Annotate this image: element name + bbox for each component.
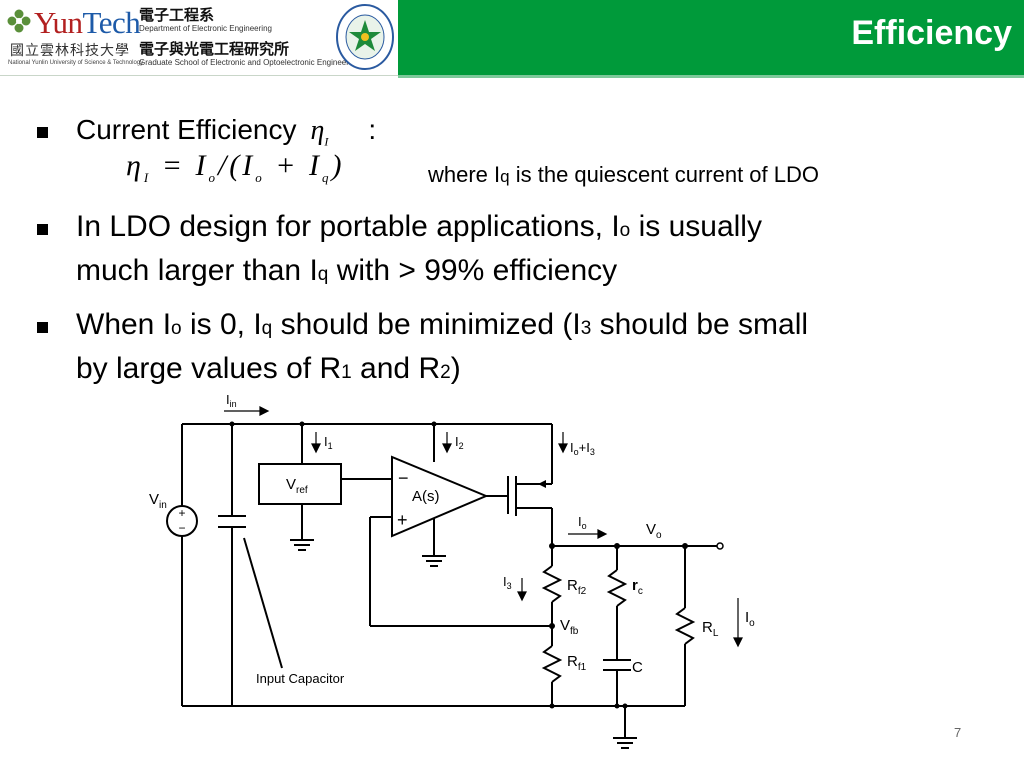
quiescent-note: where Iq is the quiescent current of LDO xyxy=(428,162,819,187)
svg-text:I1: I1 xyxy=(324,434,333,451)
efficiency-equation: ηI = Io/(Io + Iq) xyxy=(126,149,345,185)
svg-text:Io+I3: Io+I3 xyxy=(570,440,595,457)
bullet-3-line-1: When Io is 0, Iq should be minimized (I3… xyxy=(76,308,809,341)
slide-header: YunTech 國立雲林科技大學 National Yunlin Univers… xyxy=(0,0,1024,78)
department-name-cn: 電子工程系 xyxy=(139,7,215,24)
department-seal-icon xyxy=(336,4,394,70)
bullet-3-line-2: by large values of R1 and R2) xyxy=(76,352,461,385)
ldo-circuit-diagram: + − Iin Vin Vref I1 I2 A(s) − xyxy=(149,392,755,749)
page-number: 7 xyxy=(954,725,962,740)
bullet-marker-2 xyxy=(37,224,48,235)
university-logo-banner: YunTech 國立雲林科技大學 National Yunlin Univers… xyxy=(0,0,398,76)
bullet-2-line-2: much larger than Iq with > 99% efficienc… xyxy=(76,254,618,287)
svg-text:A(s): A(s) xyxy=(412,488,440,505)
svg-text:Io: Io xyxy=(745,609,755,629)
svg-text:RL: RL xyxy=(702,619,719,639)
svg-text:I3: I3 xyxy=(503,574,512,591)
bullet-marker-1 xyxy=(37,127,48,138)
school-name-en: National Yunlin University of Science & … xyxy=(8,60,144,66)
svg-text:Io: Io xyxy=(578,514,587,531)
bullet-marker-3 xyxy=(37,322,48,333)
graduate-school-cn: 電子與光電工程研究所 xyxy=(139,41,290,58)
slide-title: Efficiency xyxy=(851,14,1012,52)
svg-text:Rf1: Rf1 xyxy=(567,653,587,673)
title-underline xyxy=(398,75,1024,78)
school-name-cn: 國立雲林科技大學 xyxy=(10,42,130,58)
svg-text:−: − xyxy=(178,521,185,535)
svg-text:Vref: Vref xyxy=(286,476,308,496)
graduate-school-en: Graduate School of Electronic and Optoel… xyxy=(139,58,360,67)
bullet-2-line-1: In LDO design for portable applications,… xyxy=(76,210,762,243)
svg-text:C: C xyxy=(632,659,643,676)
svg-text:Rf2: Rf2 xyxy=(567,577,587,597)
svg-text:+: + xyxy=(178,506,185,520)
svg-text:I2: I2 xyxy=(455,434,464,451)
svg-text:Vfb: Vfb xyxy=(560,617,579,637)
svg-text:−: − xyxy=(398,468,409,488)
yuntech-wordmark: YunTech xyxy=(34,5,141,40)
department-name-en: Department of Electronic Engineering xyxy=(139,24,272,33)
svg-text:+: + xyxy=(397,510,408,530)
svg-text:rc: rc xyxy=(632,577,643,597)
svg-text:Vo: Vo xyxy=(646,521,662,541)
eta-symbol: η xyxy=(310,115,325,146)
svg-text:Vin: Vin xyxy=(149,491,167,511)
yuntech-flower-icon xyxy=(7,9,31,33)
title-bar: Efficiency xyxy=(398,0,1024,75)
svg-text:Input Capacitor: Input Capacitor xyxy=(256,671,345,686)
svg-text:Iin: Iin xyxy=(226,392,237,409)
